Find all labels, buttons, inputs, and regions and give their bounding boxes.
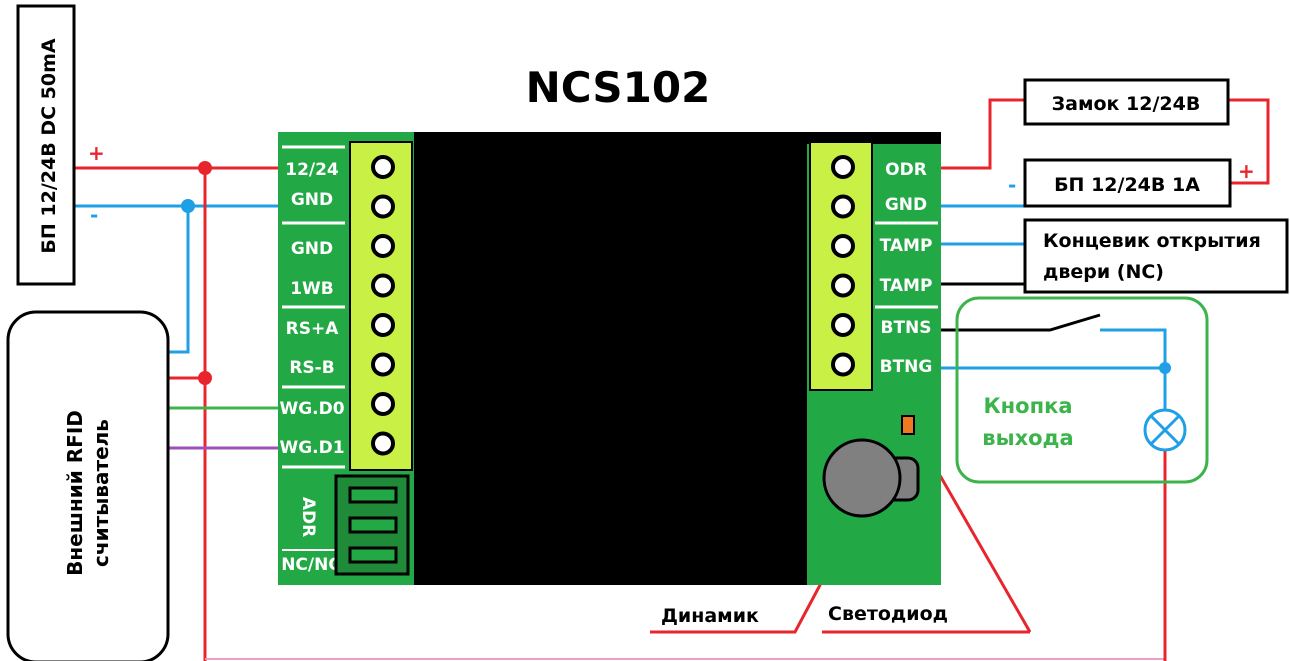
rfid-reader-line2: считыватель [89, 419, 113, 567]
left-terminal-screw-8 [371, 431, 395, 456]
left-terminal-screw-1 [371, 155, 395, 179]
exit-button-line1: Кнопка [983, 394, 1072, 418]
adr-jumper-1 [348, 486, 398, 504]
right-terminal-screw-1 [831, 155, 855, 179]
psu-left-plus: + [88, 141, 105, 165]
wire-odr-to-lock [940, 98, 1025, 170]
lamp-icon [1143, 408, 1187, 452]
right-terminal-block [809, 141, 873, 391]
psu-right-minus: - [1008, 173, 1016, 197]
wire-lock-to-psu [1228, 98, 1270, 185]
rfid-reader-box [6, 310, 170, 661]
left-terminal-gnd-1: GND [291, 190, 333, 210]
controller-board: 12/24 GND GND 1WB RS+A RS-B WG.D0 WG.D1 … [278, 132, 941, 585]
right-terminal-btng: BTNG [880, 357, 933, 377]
psu-left-minus: - [90, 203, 98, 227]
psu-left-box [16, 4, 76, 286]
psu-right-plus: + [1238, 159, 1255, 183]
right-terminal-screw-6 [831, 352, 855, 377]
wire-btns-switch-out [1100, 328, 1167, 366]
adr-jumper-3 [348, 546, 398, 564]
left-terminal-screw-6 [371, 352, 395, 377]
exit-button-box [955, 296, 1209, 484]
rfid-reader-line1: Внешний RFID [63, 410, 87, 576]
led-icon [901, 415, 915, 435]
left-terminal-screws [371, 155, 395, 456]
right-terminal-tamp-2: TAMP [880, 276, 933, 296]
tamper-line2: двери (NC) [1043, 261, 1164, 283]
left-terminal-1wb: 1WB [290, 279, 334, 299]
adr-label: ADR [298, 497, 318, 537]
left-terminal-screw-7 [371, 392, 395, 416]
left-terminal-wg-d0: WG.D0 [279, 399, 344, 419]
right-terminal-gnd: GND [885, 195, 927, 215]
adr-jumper-2 [348, 516, 398, 534]
left-terminal-screw-4 [371, 273, 395, 298]
left-terminal-screw-5 [371, 313, 395, 337]
left-terminal-block [349, 141, 413, 471]
tamper-box [1023, 218, 1289, 294]
junction-red-top [198, 161, 212, 175]
psu-right-label: БП 12/24В 1А [1054, 174, 1200, 196]
left-terminal-screw-3 [371, 234, 395, 258]
exit-button-line2: выхода [982, 426, 1073, 450]
right-terminal-screw-4 [831, 273, 855, 298]
right-terminal-odr: ODR [885, 160, 927, 180]
left-terminal-12-24: 12/24 [285, 160, 339, 180]
ncno-label: NC/NO [281, 555, 343, 575]
left-terminal-screw-2 [371, 194, 395, 219]
left-terminal-gnd-2: GND [291, 239, 333, 259]
left-terminal-wg-d1: WG.D1 [279, 438, 344, 458]
right-terminal-screws [831, 155, 855, 377]
lock-box [1023, 78, 1230, 126]
junction-blue [181, 199, 195, 213]
tamper-line1: Концевик открытия [1043, 230, 1261, 252]
left-terminal-rs-b: RS-B [289, 358, 334, 378]
junction-red-bottom [198, 371, 212, 385]
psu-right-box [1023, 158, 1232, 208]
speaker-icon [822, 438, 902, 518]
wire-blue-to-reader [168, 206, 190, 354]
right-terminal-screw-3 [831, 234, 855, 258]
diagram-title: NCS102 [526, 63, 711, 112]
right-terminal-screw-5 [831, 313, 855, 337]
wire-btns [940, 313, 1101, 332]
junction-btng [1159, 362, 1171, 374]
right-terminal-screw-2 [831, 194, 855, 219]
psu-left-label: БП 12/24В DC 50mA [38, 38, 60, 253]
lock-label: Замок 12/24В [1052, 93, 1201, 115]
right-terminal-btns: BTNS [880, 318, 931, 338]
speaker-label: Динамик [661, 605, 759, 627]
left-terminal-rs-a: RS+A [286, 319, 340, 339]
led-label: Светодиод [828, 603, 948, 625]
right-terminal-tamp-1: TAMP [880, 236, 933, 256]
